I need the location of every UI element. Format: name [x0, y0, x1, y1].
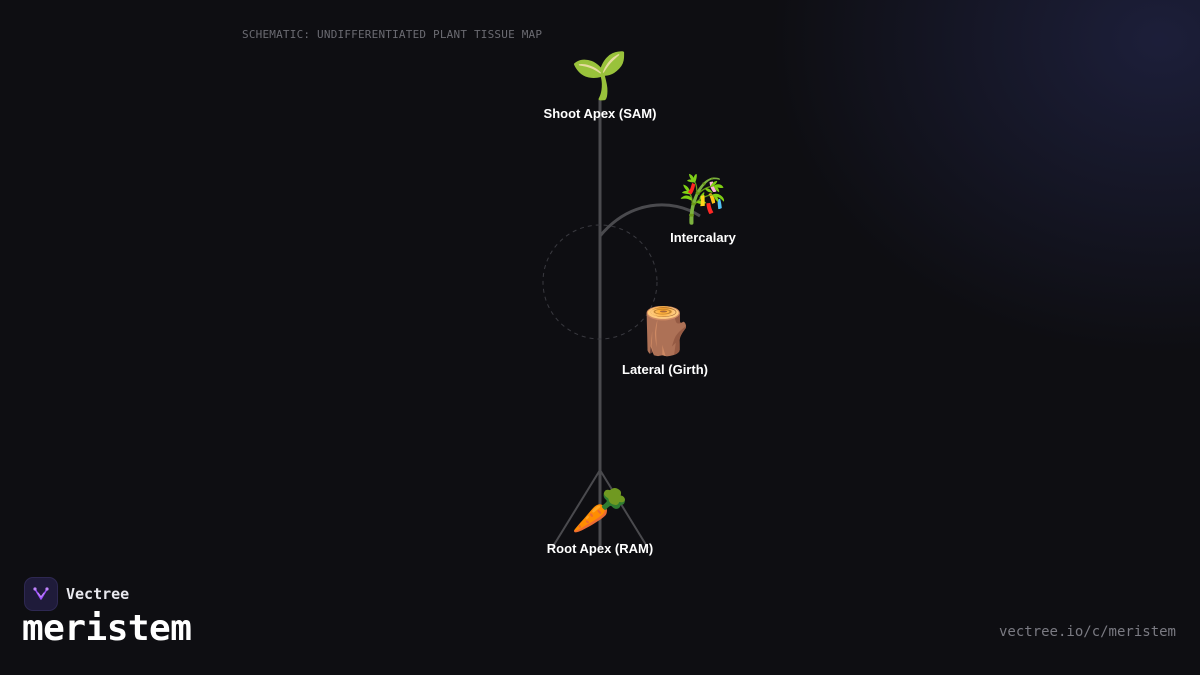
- node-label-root-apex: Root Apex (RAM): [546, 541, 654, 556]
- vectree-logo-icon: [24, 577, 58, 611]
- carrot-icon: 🥕: [571, 485, 629, 536]
- node-label-lateral: Lateral (Girth): [622, 362, 708, 377]
- wood-log-icon: 🪵: [636, 306, 694, 357]
- node-root-apex: 🥕 Root Apex (RAM): [520, 485, 680, 556]
- bamboo-icon: 🎋: [674, 174, 732, 225]
- course-url[interactable]: vectree.io/c/meristem: [998, 624, 1176, 640]
- brand-name: Vectree: [66, 585, 130, 603]
- seedling-icon: 🌱: [571, 50, 629, 101]
- page-title: meristem: [22, 608, 192, 649]
- root-branch-right: [599, 469, 649, 549]
- node-lateral: 🪵 Lateral (Girth): [585, 306, 745, 377]
- girth-dashed-ring: [542, 224, 658, 340]
- intercalary-branch-curve: [598, 203, 701, 237]
- schematic-caption: SCHEMATIC: UNDIFFERENTIATED PLANT TISSUE…: [242, 28, 543, 41]
- node-shoot-apex: 🌱 Shoot Apex (SAM): [520, 50, 680, 121]
- node-label-shoot-apex: Shoot Apex (SAM): [543, 106, 657, 121]
- root-branch-left: [551, 469, 601, 549]
- node-intercalary: 🎋 Intercalary: [623, 174, 783, 245]
- node-label-intercalary: Intercalary: [670, 230, 736, 245]
- brand: Vectree: [24, 577, 129, 611]
